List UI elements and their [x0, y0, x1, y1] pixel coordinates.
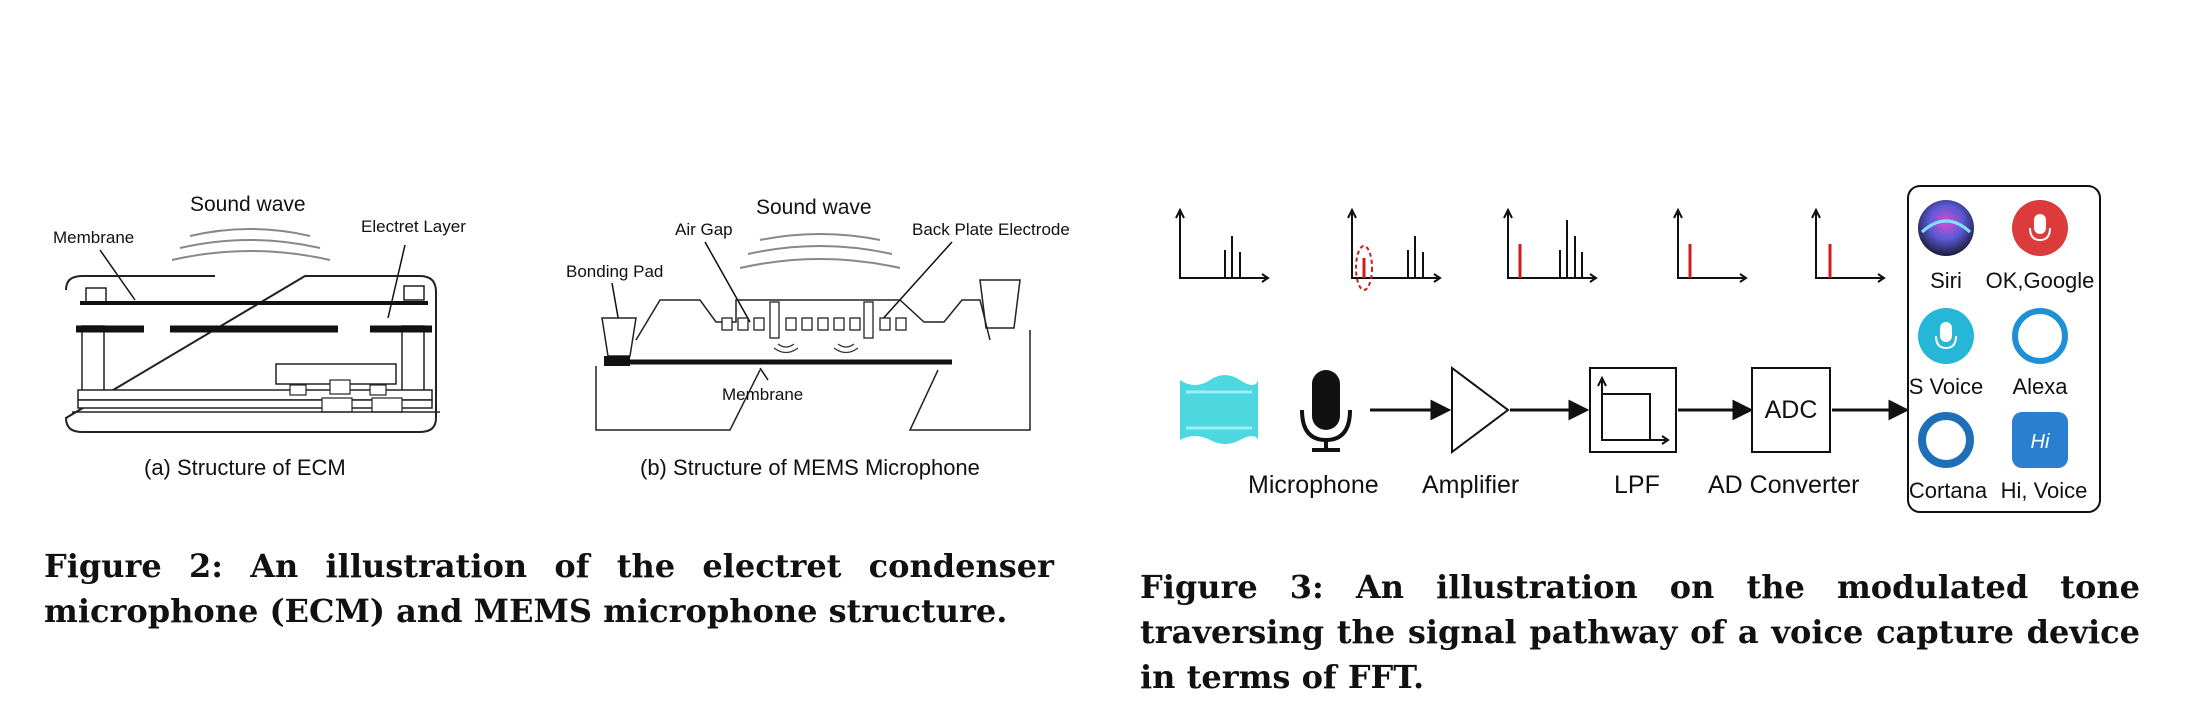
- fft-highlight-circle: [1355, 245, 1373, 291]
- ecm-sound-wave-label: Sound wave: [190, 193, 306, 216]
- siri-label: Siri: [1930, 268, 1962, 293]
- hivoice-icon: Hi: [2012, 412, 2068, 468]
- fft-red-peaks: [1362, 244, 1832, 278]
- hivoice-label: Hi, Voice: [2001, 478, 2088, 503]
- mems-bonding-pad-label: Bonding Pad: [566, 262, 663, 281]
- ecm-electret-layer-label: Electret Layer: [361, 217, 466, 236]
- adc-block: [1751, 367, 1831, 453]
- adc-block-label: ADC: [1765, 396, 1818, 424]
- ecm-housing: [64, 275, 437, 433]
- mems-diagram: Sound wave Air Gap Back Plate Electrode …: [566, 196, 1070, 480]
- mems-sound-wave-arcs: [739, 233, 901, 269]
- google-label: OK,Google: [1986, 268, 2095, 293]
- figure-3-diagram: ADC Microphone Amplifier LPF AD Converte…: [1175, 185, 2101, 513]
- hivoice-logo-text: Hi: [2031, 431, 2050, 453]
- siri-icon: [1918, 200, 1974, 256]
- modulated-wave-icon: [1180, 375, 1258, 444]
- mems-membrane-label: Membrane: [722, 385, 803, 404]
- amplifier-triangle: [1451, 366, 1510, 454]
- figure-3-caption: Figure 3: An illustration on the modulat…: [1140, 568, 2140, 696]
- lpf-block: [1589, 367, 1677, 453]
- svoice-label: S Voice: [1909, 374, 1984, 399]
- microphone-label: Microphone: [1248, 471, 1379, 499]
- mems-back-plate: [635, 299, 991, 341]
- figure-2-caption: Figure 2: An illustration of the electre…: [44, 547, 1054, 630]
- mems-air-gap-label: Air Gap: [675, 220, 733, 239]
- mems-sound-wave-label: Sound wave: [756, 196, 872, 219]
- alexa-icon: [2012, 308, 2068, 364]
- microphone-icon: [1300, 370, 1352, 452]
- ad-converter-label: AD Converter: [1708, 471, 1859, 499]
- ecm-membrane-label: Membrane: [53, 228, 134, 247]
- signal-pathway-arrows: [1370, 399, 1910, 421]
- mems-subcaption: (b) Structure of MEMS Microphone: [640, 455, 980, 480]
- cortana-label: Cortana: [1909, 478, 1988, 503]
- ecm-sound-wave-arcs: [171, 228, 331, 261]
- fft-spectra: [1175, 207, 1886, 283]
- svoice-icon: [1918, 308, 1974, 364]
- cortana-icon: [1918, 412, 1974, 468]
- google-mic-icon: [2012, 200, 2068, 256]
- alexa-label: Alexa: [2012, 374, 2068, 399]
- ecm-diagram: Sound wave Membrane Electret Layer (a) S…: [53, 193, 466, 480]
- mems-back-plate-label: Back Plate Electrode: [912, 220, 1070, 239]
- ecm-subcaption: (a) Structure of ECM: [144, 455, 346, 480]
- lpf-label: LPF: [1614, 471, 1660, 499]
- amplifier-label: Amplifier: [1422, 471, 1519, 499]
